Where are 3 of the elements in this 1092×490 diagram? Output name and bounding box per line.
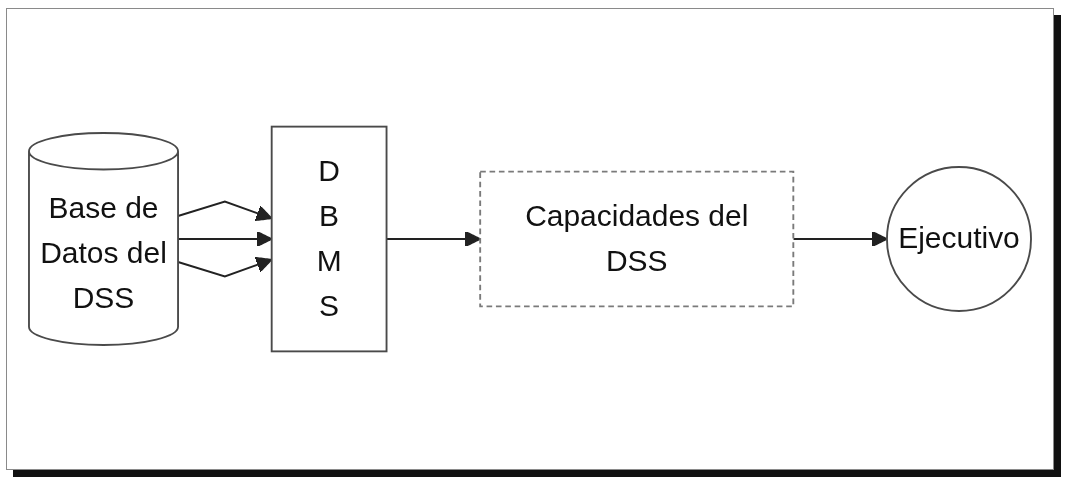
node-box: Capacidades del DSS — [479, 170, 795, 308]
node-circle: Ejecutivo — [886, 166, 1032, 312]
node-box: D B M S — [270, 125, 388, 353]
